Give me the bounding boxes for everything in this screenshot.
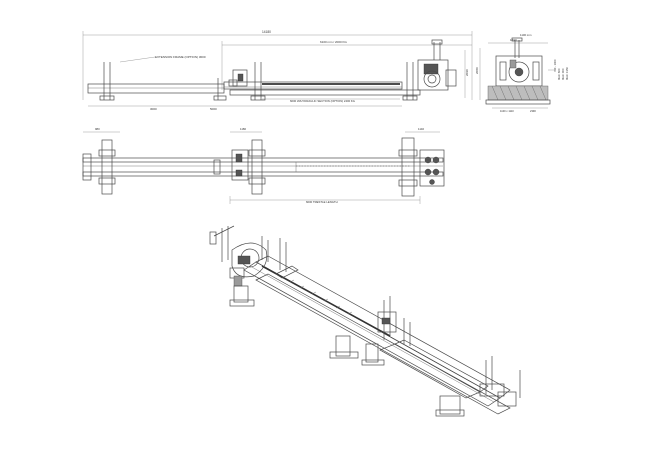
- plan-left-dim: 980: [95, 127, 100, 131]
- plan-view: 980 1180 1140: [82, 127, 445, 204]
- side-height-dim: 2090: [465, 69, 469, 76]
- side-support-leg-2: [213, 78, 227, 101]
- main-rail-beam: [223, 81, 403, 90]
- side-support-leg-4: [402, 62, 418, 101]
- extension-note: EXTENSION FRAME (OPTION) 3000: [155, 55, 206, 59]
- plan-length-note: 6000 TRESTLE LENGTH: [306, 200, 338, 204]
- end-callout-1: 700 - 1000: [553, 59, 557, 72]
- iso-mid-carriage: [377, 296, 411, 346]
- end-callout-3: MAX: 900: [561, 68, 565, 80]
- iso-saw-head: [209, 225, 269, 287]
- saw-carriage-left: [228, 69, 248, 87]
- iso-main-rail: [243, 255, 511, 415]
- side-support-leg-1: [99, 62, 115, 101]
- side-elevation-view: 14180 6100 mm / 2000 KG EXTENSION FRAME …: [82, 30, 473, 111]
- side-support-leg-3: [250, 62, 266, 101]
- end-base-dim: 1100 x 1110: [500, 109, 514, 113]
- iso-support-middle: [329, 335, 385, 366]
- isometric-view: [209, 225, 521, 417]
- saw-blade-end: [508, 61, 530, 83]
- plan-bottom-beam: [82, 171, 444, 177]
- end-base-total: 2390: [530, 109, 536, 113]
- end-width-dim: 1690: [510, 38, 517, 42]
- plan-support-2: [248, 139, 266, 195]
- plan-support-1: [98, 139, 116, 195]
- plan-top-beam: [82, 157, 444, 163]
- plan-head-unit: [419, 149, 445, 187]
- plan-right-dim: 1140: [418, 127, 424, 131]
- end-elevation-view: 1690 2080 1100 mm 700 - 1000 MAX: 600 MA…: [475, 33, 569, 113]
- overall-dim-label: 14180: [262, 30, 271, 34]
- plan-support-3: [398, 137, 418, 197]
- saw-head-unit: [417, 39, 457, 91]
- iso-support-front-left: [229, 285, 255, 307]
- iso-support-rear: [275, 238, 299, 279]
- iso-support-far-end: [435, 356, 521, 417]
- end-top-note: 1100 mm: [520, 33, 532, 37]
- extension-frame-beam: [87, 83, 225, 94]
- bottom-dim-label: 5000: [210, 107, 217, 111]
- section-note: 6000 W/HYDRAULIC SECTION (OPTION) 2400 K…: [290, 99, 355, 103]
- iso-rail-markings: [289, 279, 353, 315]
- plan-mid-dim: 1180: [240, 127, 246, 131]
- left-dim-label: 3000: [150, 107, 157, 111]
- end-height-dim: 2080: [475, 67, 479, 74]
- plan-carriage: [231, 149, 249, 181]
- end-callout-2: MAX: 600: [557, 68, 561, 80]
- rail-dim-label: 6100 mm / 2000 KG: [320, 40, 348, 44]
- lower-frame: [229, 89, 421, 96]
- end-callout-4: MAX: 1350: [565, 67, 569, 80]
